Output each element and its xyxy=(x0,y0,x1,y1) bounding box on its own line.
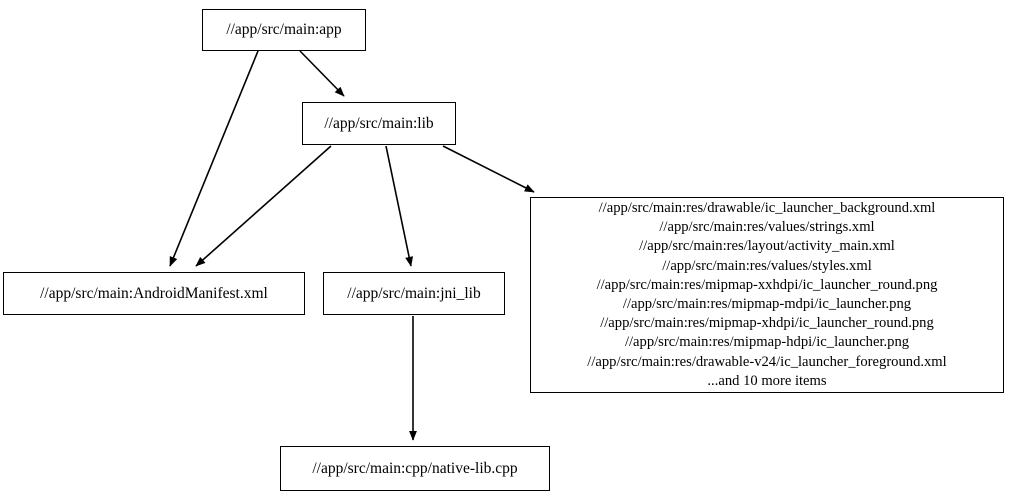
graph-node-lib[interactable]: //app/src/main:lib xyxy=(302,102,456,145)
graph-node-android-manifest-label: //app/src/main:AndroidManifest.xml xyxy=(40,284,268,302)
graph-node-jni-lib-label: //app/src/main:jni_lib xyxy=(347,284,481,302)
graph-node-lib-label: //app/src/main:lib xyxy=(324,114,434,132)
graph-node-jni-lib[interactable]: //app/src/main:jni_lib xyxy=(323,272,505,315)
edge-lib-to-resources xyxy=(442,145,535,193)
graph-node-resources-label: //app/src/main:res/drawable/ic_launcher_… xyxy=(587,199,947,389)
graph-node-android-manifest[interactable]: //app/src/main:AndroidManifest.xml xyxy=(3,272,305,315)
graph-node-app-label: //app/src/main:app xyxy=(226,21,342,39)
edge-lib-to-manifest xyxy=(195,145,332,267)
edge-app-to-lib xyxy=(299,50,345,97)
graph-node-native-lib-cpp[interactable]: //app/src/main:cpp/native-lib.cpp xyxy=(280,446,550,491)
edge-app-to-manifest xyxy=(169,50,259,267)
graph-node-resources[interactable]: //app/src/main:res/drawable/ic_launcher_… xyxy=(530,197,1004,393)
edge-lib-to-jni-lib xyxy=(385,145,414,267)
graph-node-native-lib-cpp-label: //app/src/main:cpp/native-lib.cpp xyxy=(312,459,518,477)
graph-node-app[interactable]: //app/src/main:app xyxy=(202,9,366,51)
